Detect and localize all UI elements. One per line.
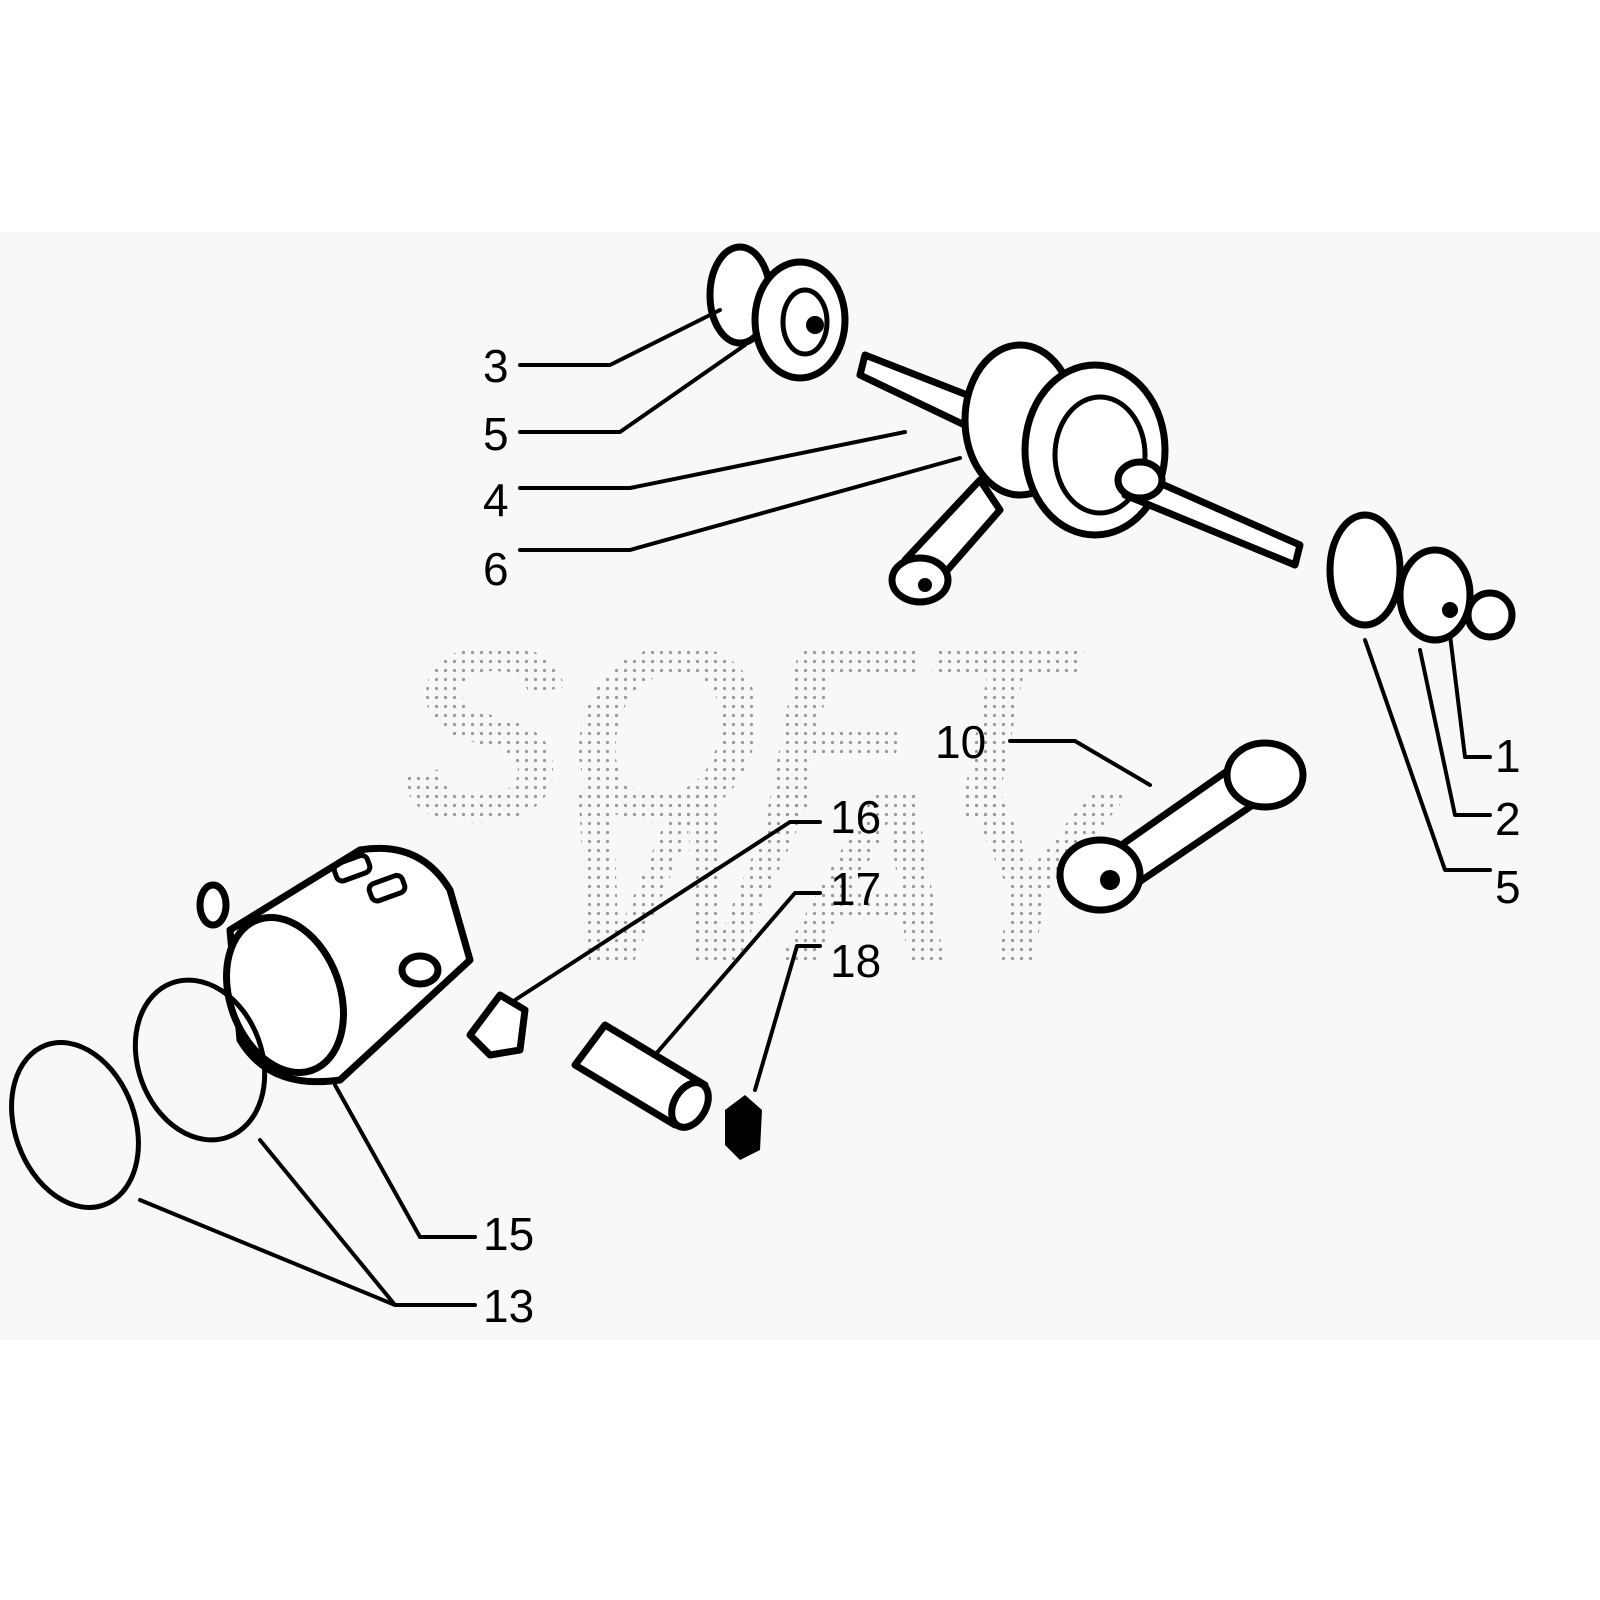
callout-3: 3 — [483, 340, 509, 392]
callout-15: 15 — [483, 1208, 534, 1260]
callout-5-right: 5 — [1495, 861, 1521, 913]
callout-1: 1 — [1495, 730, 1521, 782]
piston-rings-part[interactable] — [0, 962, 286, 1226]
callout-2: 2 — [1495, 793, 1521, 845]
callout-16: 16 — [830, 791, 881, 843]
callout-13: 13 — [483, 1280, 534, 1332]
watermark-soft: SOFT — [400, 594, 1085, 873]
callout-17: 17 — [830, 863, 881, 915]
callout-4: 4 — [483, 474, 509, 526]
leader-lines — [138, 308, 1492, 1307]
diagram-background — [0, 232, 1600, 1340]
piston-pin-part[interactable] — [571, 1021, 716, 1134]
bearing-cage-part[interactable] — [725, 1095, 762, 1160]
callout-10: 10 — [935, 716, 986, 768]
connecting-rod-part[interactable] — [1056, 739, 1307, 914]
callout-6: 6 — [483, 543, 509, 595]
callout-5-left: 5 — [483, 408, 509, 460]
crankshaft-part[interactable] — [856, 341, 1304, 606]
callout-18: 18 — [830, 935, 881, 987]
circlip-part[interactable] — [466, 991, 529, 1059]
watermark-way: WAY — [560, 739, 1130, 1018]
right-bearing-part[interactable] — [1326, 511, 1516, 644]
left-bearing-part[interactable] — [706, 243, 849, 382]
piston-part[interactable] — [196, 844, 474, 1089]
